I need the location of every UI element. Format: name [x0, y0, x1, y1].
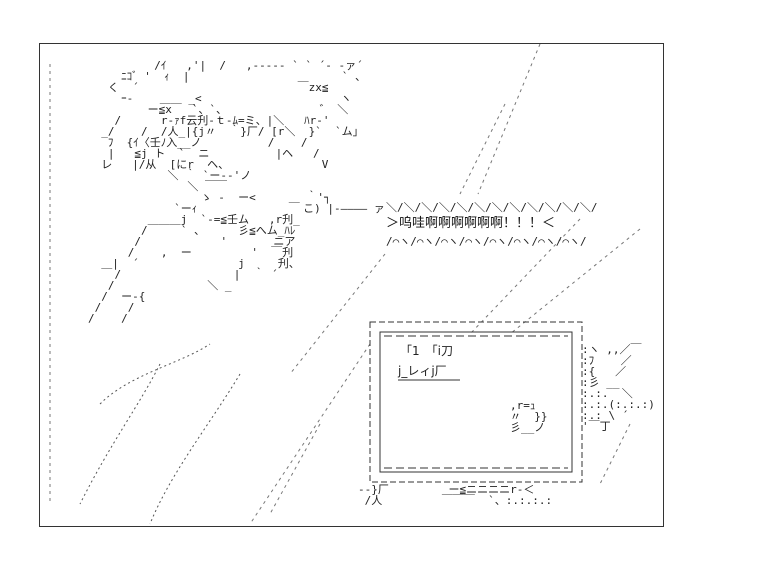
- ascii-art-frame: /ｲ ,'| / ,----- ` ` ´- -ァ´ ﾆｺﾞ ' ｨ | ` 、…: [39, 43, 664, 527]
- head-art-line: _/ / /人_|{j〃 ｀}厂/ [r＼ }` `ム」: [88, 125, 364, 138]
- speed-line: [599, 423, 631, 485]
- monitor-frame: [369, 321, 583, 483]
- head-art-line: ゝ - ー< ＿ ｀'┐: [88, 191, 331, 204]
- screen-face-line: 彡__ノ: [510, 421, 546, 434]
- bottom-art: --}厂 ー≦ニニニニr-＜ /人 ￣￣￣ `、:.:.:.:: [358, 484, 552, 506]
- head-art-line: /ｲ ,'| / ,----- ` ` ´- -ァ´: [88, 59, 363, 72]
- right-art-line: :ヽ ,,／￣: [582, 343, 642, 356]
- screen-face-art: ,r=ｭ〃 }}彡__ノ: [510, 400, 548, 433]
- speed-line: [289, 253, 386, 375]
- screen-line-1: 「1 「i刀: [400, 344, 453, 358]
- head-art-line: | ≦j ト ` ニ |ヘ /: [88, 147, 320, 160]
- figure-outline: [79, 343, 241, 525]
- speed-lines: [49, 44, 641, 525]
- head-art-line: ﾌ {ｲ〈壬ﾉ入__ノ / /: [88, 136, 308, 149]
- bottom-art-line: /人 ￣￣￣ `、:.:.:.:: [358, 494, 553, 507]
- arm-line: [149, 373, 241, 525]
- speed-line: [477, 44, 541, 195]
- head-art-line: / | ｀ ´: [88, 268, 278, 281]
- head-art-line: `ーｨ こ) |-―――― ァ: [88, 202, 385, 215]
- head-art-line: / ＼ _: [88, 279, 285, 292]
- shout-bubble: ＼/＼/＼/＼/＼/＼/＼/＼/＼/＼/＼/＼/ ＞呜哇啊啊啊啊啊啊！！！＜ /…: [386, 194, 604, 254]
- monitor-outer: [369, 321, 583, 483]
- head-art-line: ＼ ￣￣: [88, 180, 227, 193]
- head-art: /ｲ ,'| / ,----- ` ` ´- -ァ´ ﾆｺﾞ ' ｨ | ` 、…: [88, 60, 385, 324]
- head-art-line: ー≦x `、`、 ゛ ＼: [88, 103, 349, 116]
- arm-line: [79, 363, 161, 505]
- head-art-line: ＿| ´ j 刋、: [88, 257, 300, 270]
- right-side-art: :ヽ ,,／￣:ﾌ ／:{ ／:彡 __:.:. ＼:.:.(:.:.:):.:…: [582, 344, 655, 432]
- monitor-inner: [379, 331, 573, 473]
- head-art-line: ﾆｺﾞ ' ｨ | ` 、: [88, 70, 367, 83]
- head-art-line: / ` 、 彡≦へム_ﾊﾚ: [88, 224, 296, 237]
- head-art-line: ｰ- ＿＿ _< ヽ: [88, 92, 352, 105]
- head-art-line: / ' ニア: [88, 235, 296, 248]
- head-art-line: / /: [88, 301, 287, 314]
- head-art-line: / ー-{: [88, 290, 298, 303]
- ascii-art-canvas: [49, 44, 641, 525]
- shout-text: ＞呜哇啊啊啊啊啊啊！！！＜: [386, 216, 556, 231]
- head-art-line: く ´ ￣zx≦: [88, 81, 329, 94]
- screen-face-line: 〃 }}: [510, 410, 548, 423]
- right-art-line: :.:.(:.:.:): [582, 398, 655, 411]
- right-art-line: :ﾌ ／: [582, 354, 632, 367]
- head-art-line: ＿＿＿j `-=≦壬ム ,r刋_: [88, 213, 300, 226]
- screen-line-2: j_レィj厂: [398, 364, 447, 378]
- head-art-line: / /: [88, 312, 281, 325]
- right-art-line: :{ ／: [582, 365, 627, 378]
- shout-wave-bottom: /⌒ヽ/⌒ヽ/⌒ヽ/⌒ヽ/⌒ヽ/⌒ヽ/⌒ヽ/⌒ヽ/: [386, 235, 587, 248]
- head-art-line: レ |/从 [にr ヘ、 V: [88, 158, 329, 171]
- speed-line: [269, 423, 321, 515]
- right-art-line: :.:. ＼: [582, 387, 633, 400]
- speed-line: [469, 218, 581, 335]
- head-art-line: ＼ ｀ `ー--'ノ: [88, 169, 252, 182]
- bottom-art-line: --}厂 ー≦ニニニニr-＜: [358, 483, 535, 496]
- right-art-line: :.: \ ´: [582, 409, 629, 422]
- speed-line: [249, 343, 371, 525]
- head-art-line: / r-ｧf云刋-ｔ-ﾑ=ミ、|＼ ﾊr-': [88, 114, 330, 127]
- screen-face-line: ,r=ｭ: [510, 399, 536, 412]
- shout-wave-top: ＼/＼/＼/＼/＼/＼/＼/＼/＼/＼/＼/＼/: [386, 201, 598, 214]
- speed-line: [459, 103, 506, 195]
- right-art-line: :彡 __: [582, 376, 620, 389]
- head-art-line: / , ー ' ￣刋: [88, 246, 294, 259]
- right-art-line: '￣丁: [582, 420, 611, 433]
